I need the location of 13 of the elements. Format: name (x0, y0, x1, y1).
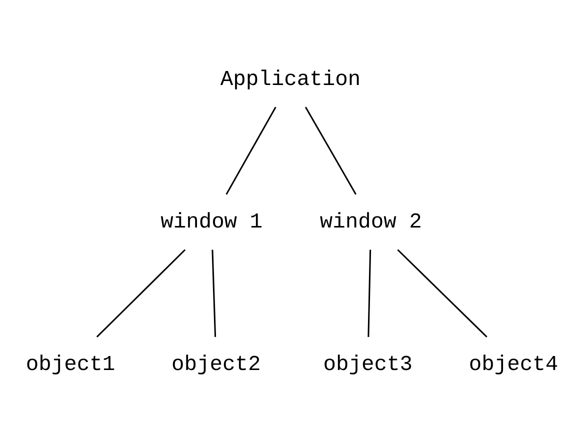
node-text: object4 (468, 352, 558, 377)
node-text: window 1 (160, 210, 263, 234)
connector (226, 106, 276, 194)
connector (397, 248, 488, 337)
node-text: object3 (323, 352, 412, 377)
connector (368, 249, 372, 336)
connector (96, 248, 186, 337)
node-text: object2 (172, 352, 261, 377)
node-text: object1 (26, 352, 116, 377)
connector (304, 106, 356, 194)
connector (212, 249, 216, 336)
node-text: Application (220, 67, 361, 92)
node-text: window 2 (320, 210, 422, 234)
